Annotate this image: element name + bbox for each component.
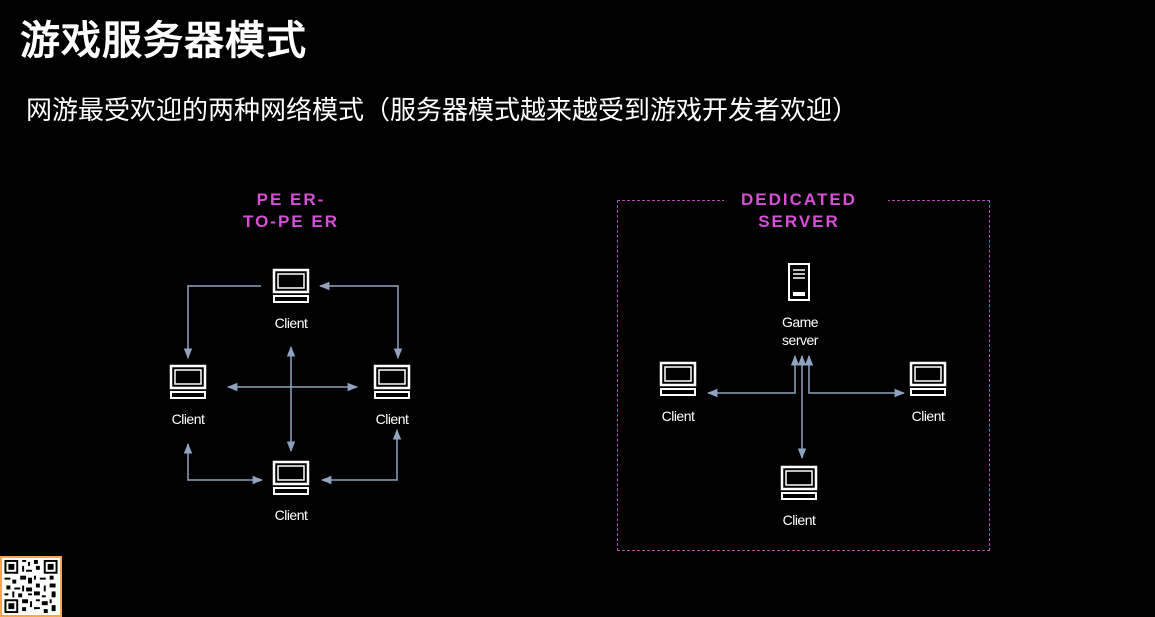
computer-monitor-icon — [272, 460, 310, 495]
ds-client-left-label: Client — [661, 408, 695, 424]
ds-arrow-right — [804, 354, 906, 398]
computer-monitor-icon — [780, 465, 818, 500]
p2p-arrow-bottom-left — [183, 442, 264, 485]
qr-code-body — [2, 558, 60, 615]
game-server-label: Game server — [760, 313, 840, 349]
p2p-heading-line2: TO-PE ER — [243, 212, 339, 231]
computer-monitor-icon — [659, 361, 697, 396]
p2p-client-top-label: Client — [274, 315, 308, 331]
ds-client-right-label: Client — [911, 408, 945, 424]
slide-title: 游戏服务器模式 — [20, 18, 307, 64]
computer-monitor-icon — [169, 364, 207, 399]
heading-gap — [724, 190, 888, 212]
dedicated-heading: DEDICATED SERVER — [724, 189, 874, 233]
ds-arrow-left — [706, 354, 800, 398]
p2p-heading: PE ER- TO-PE ER — [221, 189, 361, 233]
p2p-arrow-bottom-right — [320, 428, 402, 485]
computer-monitor-icon — [373, 364, 411, 399]
p2p-arrow-top-right — [318, 281, 403, 360]
ds-client-bottom-label: Client — [782, 512, 816, 528]
dedicated-heading-line1: DEDICATED — [741, 190, 857, 209]
game-server-label-line1: Game — [781, 314, 819, 330]
qr-code-pattern — [4, 559, 58, 614]
server-tower-icon — [788, 263, 810, 301]
slide-subtitle: 网游最受欢迎的两种网络模式（服务器模式越来越受到游戏开发者欢迎） — [26, 96, 859, 126]
p2p-client-right-label: Client — [375, 411, 409, 427]
computer-monitor-icon — [909, 361, 947, 396]
computer-monitor-icon — [272, 268, 310, 303]
qr-code-icon[interactable] — [0, 556, 62, 617]
game-server-label-line2: server — [782, 332, 818, 348]
p2p-arrow-top-left — [183, 285, 261, 360]
p2p-client-bottom-label: Client — [274, 507, 308, 523]
dedicated-heading-line2: SERVER — [758, 212, 840, 231]
p2p-heading-line1: PE ER- — [256, 190, 326, 209]
p2p-client-left-label: Client — [171, 411, 205, 427]
